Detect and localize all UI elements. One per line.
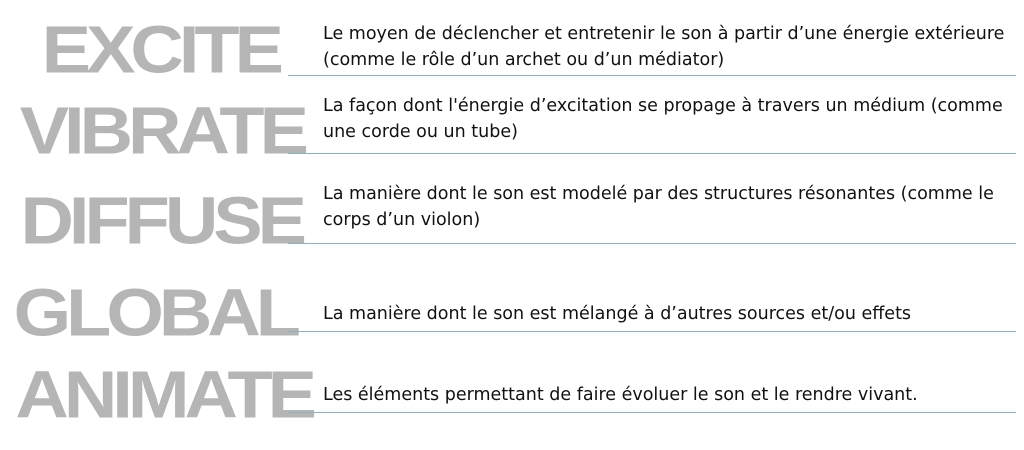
stage-row-global: GLOBAL La manière dont le son est mélang…: [0, 268, 1024, 346]
stage-word-global: GLOBAL: [13, 275, 301, 350]
stage-description-animate: Les éléments permettant de faire évoluer…: [323, 385, 918, 405]
stage-divider-diffuse: [288, 243, 1016, 244]
stage-description-diffuse: La manière dont le son est modelé par de…: [323, 184, 994, 230]
stage-description-vibrate: La façon dont l'énergie d’excitation se …: [323, 96, 1003, 142]
stage-word-animate: ANIMATE: [15, 357, 317, 432]
stage-row-diffuse: DIFFUSE La manière dont le son est model…: [0, 178, 1024, 254]
stage-row-animate: ANIMATE Les éléments permettant de faire…: [0, 352, 1024, 428]
stage-description-global: La manière dont le son est mélangé à d’a…: [323, 304, 912, 324]
stage-word-excite: EXCITE: [41, 12, 284, 87]
stage-divider-vibrate: [288, 153, 1016, 154]
stage-row-vibrate: VIBRATE La façon dont l'énergie d’excita…: [0, 90, 1024, 164]
stage-divider-animate: [288, 412, 1016, 413]
stage-divider-excite: [288, 75, 1016, 76]
stage-description-excite: Le moyen de déclencher et entretenir le …: [323, 24, 1005, 70]
stage-row-excite: EXCITE Le moyen de déclencher et entrete…: [0, 15, 1024, 85]
stage-word-vibrate: VIBRATE: [19, 93, 309, 168]
stage-divider-global: [288, 331, 1016, 332]
stage-word-diffuse: DIFFUSE: [20, 183, 307, 258]
